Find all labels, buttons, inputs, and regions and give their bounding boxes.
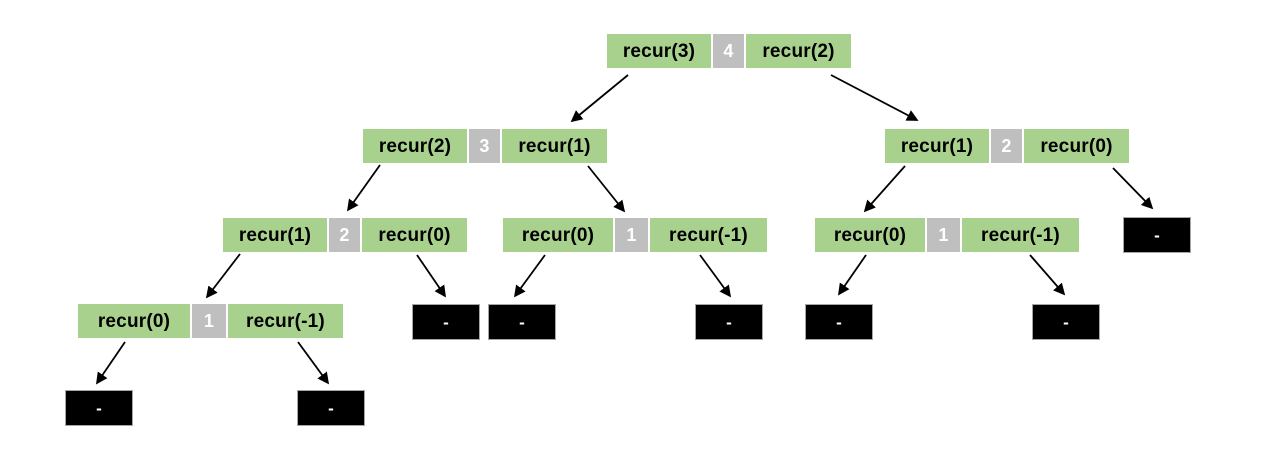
right-call-cell: recur(1) xyxy=(502,129,607,163)
value-cell: 1 xyxy=(615,218,648,252)
value-cell: 3 xyxy=(469,129,500,163)
call-arrow xyxy=(205,253,241,299)
left-call-cell: recur(2) xyxy=(363,129,467,163)
base-case-leaf: - xyxy=(1123,217,1191,253)
call-arrow xyxy=(96,341,126,385)
base-case-leaf: - xyxy=(695,304,763,340)
call-arrow xyxy=(830,74,919,121)
call-arrow xyxy=(699,254,732,298)
call-arrow xyxy=(1029,254,1066,296)
right-call-cell: recur(0) xyxy=(362,218,467,252)
value-cell: 1 xyxy=(192,304,226,338)
base-case-leaf: - xyxy=(297,390,365,426)
base-case-leaf: - xyxy=(1032,304,1100,340)
left-call-cell: recur(1) xyxy=(885,129,989,163)
base-case-leaf: - xyxy=(488,304,556,340)
right-call-cell: recur(-1) xyxy=(228,304,343,338)
base-case-leaf: - xyxy=(412,304,480,340)
value-cell: 1 xyxy=(927,218,960,252)
value-cell: 2 xyxy=(329,218,360,252)
call-arrow xyxy=(1112,167,1154,210)
call-arrow xyxy=(570,74,629,123)
base-case-leaf: - xyxy=(65,390,133,426)
call-arrow xyxy=(416,254,446,298)
left-call-cell: recur(0) xyxy=(78,304,190,338)
call-arrow xyxy=(838,254,867,296)
call-arrow xyxy=(297,341,330,385)
left-call-cell: recur(1) xyxy=(223,218,327,252)
right-call-cell: recur(-1) xyxy=(962,218,1079,252)
call-arrow xyxy=(346,164,381,212)
left-call-cell: recur(0) xyxy=(503,218,613,252)
call-arrow xyxy=(587,165,626,213)
right-call-cell: recur(0) xyxy=(1024,129,1129,163)
value-cell: 2 xyxy=(991,129,1022,163)
left-call-cell: recur(0) xyxy=(815,218,925,252)
value-cell: 4 xyxy=(713,34,744,68)
right-call-cell: recur(-1) xyxy=(650,218,767,252)
base-case-leaf: - xyxy=(805,304,873,340)
call-arrow xyxy=(513,254,546,298)
right-call-cell: recur(2) xyxy=(746,34,851,68)
left-call-cell: recur(3) xyxy=(607,34,711,68)
call-arrow xyxy=(863,165,906,213)
